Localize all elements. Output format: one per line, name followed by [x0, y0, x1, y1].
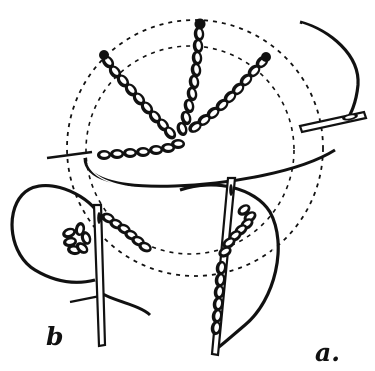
sample-b-needle [94, 205, 105, 346]
stitch-spray-left [99, 50, 179, 142]
sample-a-stitches [210, 202, 259, 336]
upper-right-thread [300, 22, 358, 122]
upper-right-needle [300, 112, 366, 132]
sample-b-stitches [61, 211, 154, 257]
sample-a-label: a. [315, 340, 340, 365]
sample-b-label: b [46, 324, 63, 349]
stitch-row-horizontal [97, 139, 185, 160]
